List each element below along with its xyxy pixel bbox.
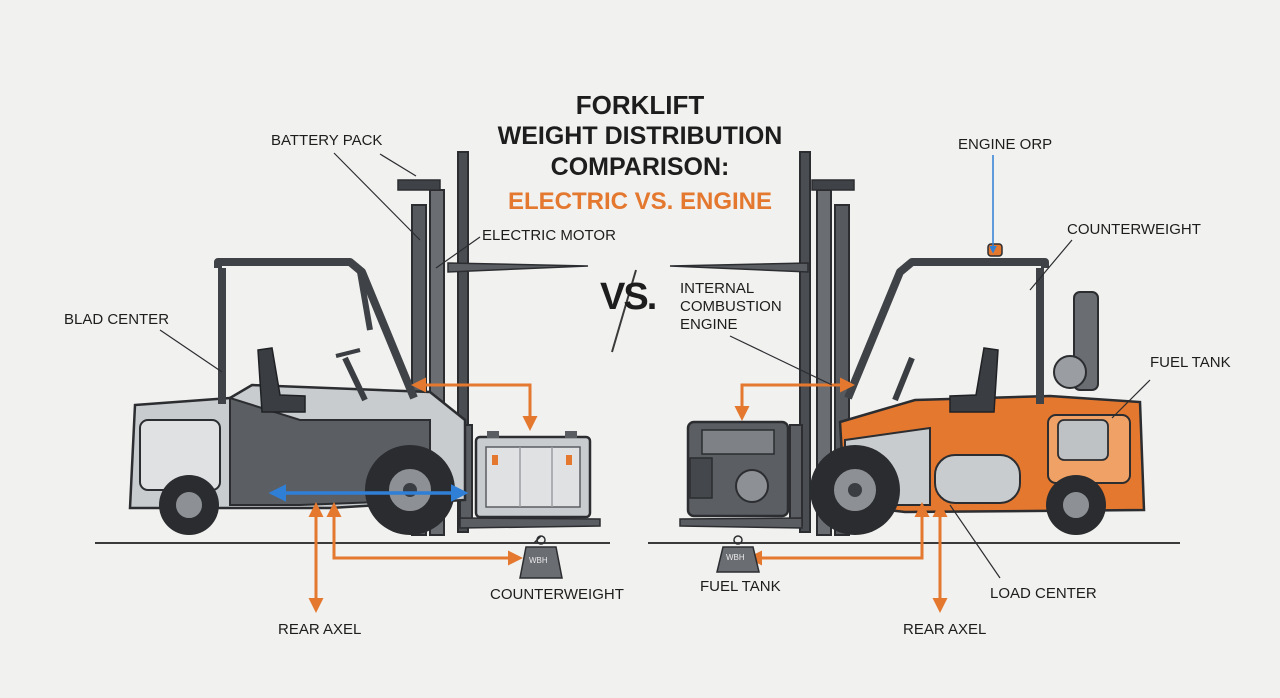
battery-indicator (492, 455, 498, 465)
title-line-3: COMPARISON: (550, 153, 730, 181)
leader-battery-pack (333, 152, 421, 241)
leader-fuel-tank-upper (1111, 379, 1151, 419)
fork-carriage (789, 424, 803, 526)
leader-counterweight-right (1029, 239, 1073, 291)
label-engine-orp: ENGINE ORP (958, 136, 1053, 153)
label-fuel-tank-upper: FUEL TANK (1150, 354, 1231, 371)
engine-head (701, 429, 775, 455)
label-counterweight-left: COUNTERWEIGHT (490, 586, 624, 603)
steering-column (892, 356, 915, 402)
overhead-guard (844, 258, 1049, 400)
battery-terminal (565, 431, 577, 438)
label-electric-motor: ELECTRIC MOTOR (482, 227, 616, 244)
weight-icon-left (519, 535, 563, 579)
leader-battery-pack-top (379, 153, 417, 177)
engine-manifold (689, 457, 713, 499)
title-line-1: FORKLIFT (575, 90, 705, 120)
fuel-tank-upper (1057, 419, 1109, 461)
label-rear-axle-right: REAR AXEL (903, 621, 987, 638)
label-internal-combustion-engine: INTERNAL COMBUSTION ENGINE (680, 280, 782, 334)
overhead-guard (214, 258, 418, 400)
battery-load-arrow (411, 377, 538, 431)
label-load-center-right: LOAD CENTER (990, 585, 1097, 602)
leader-load-center-right (949, 504, 1001, 579)
vs-label: VS. (600, 276, 657, 318)
rear-wheel-hub (1061, 490, 1091, 520)
upper-fork (669, 262, 809, 273)
engine-pulley (735, 469, 769, 503)
steering-wheel (335, 348, 361, 358)
operator-seat (257, 347, 306, 413)
leader-ice (729, 335, 833, 386)
ice-line-3: ENGINE (680, 316, 738, 333)
steering-column (342, 356, 368, 402)
mast-top-cap (397, 179, 441, 191)
engine-load-arrow (734, 377, 855, 421)
leader-electric-motor (435, 236, 481, 269)
weight-icon-right (716, 535, 760, 573)
mast-top-cap (811, 179, 855, 191)
battery-face (485, 446, 581, 508)
weight-mark-right: WBH (726, 553, 745, 562)
front-guard-strut (357, 271, 373, 331)
fuel-tank-lower (934, 454, 1021, 504)
air-cleaner (1053, 355, 1087, 389)
upper-fork (447, 262, 589, 273)
vs-slash (611, 269, 637, 353)
label-battery-pack: BATTERY PACK (271, 132, 383, 149)
beacon-light (987, 243, 1003, 257)
leader-load-center (159, 329, 223, 373)
title-subtitle: ELECTRIC VS. ENGINE (507, 188, 773, 215)
fuel-tank-arrow-right (747, 502, 930, 566)
ice-line-2: COMBUSTION (680, 298, 782, 315)
label-counterweight-right: COUNTERWEIGHT (1067, 221, 1201, 238)
title-line-2: WEIGHT DISTRIBUTION (497, 122, 783, 150)
lower-fork (459, 517, 601, 529)
front-wheel-center (403, 483, 417, 497)
engine-forklift (669, 151, 1146, 536)
label-rear-axle-left: REAR AXEL (278, 621, 362, 638)
battery-indicator (566, 455, 572, 465)
battery-terminal (487, 431, 499, 438)
ice-line-1: INTERNAL (680, 280, 755, 297)
front-wheel-center (848, 483, 862, 497)
counterweight-arrow-left (326, 502, 523, 566)
diagram-title: FORKLIFT WEIGHT DISTRIBUTION COMPARISON:… (460, 90, 820, 216)
operator-seat (949, 347, 999, 413)
lower-fork (679, 517, 803, 529)
label-fuel-tank-lower: FUEL TANK (700, 578, 781, 595)
rear-wheel-hub (174, 490, 204, 520)
weight-mark-left: WBH (529, 556, 548, 565)
label-load-center-left: BLAD CENTER (64, 311, 170, 328)
